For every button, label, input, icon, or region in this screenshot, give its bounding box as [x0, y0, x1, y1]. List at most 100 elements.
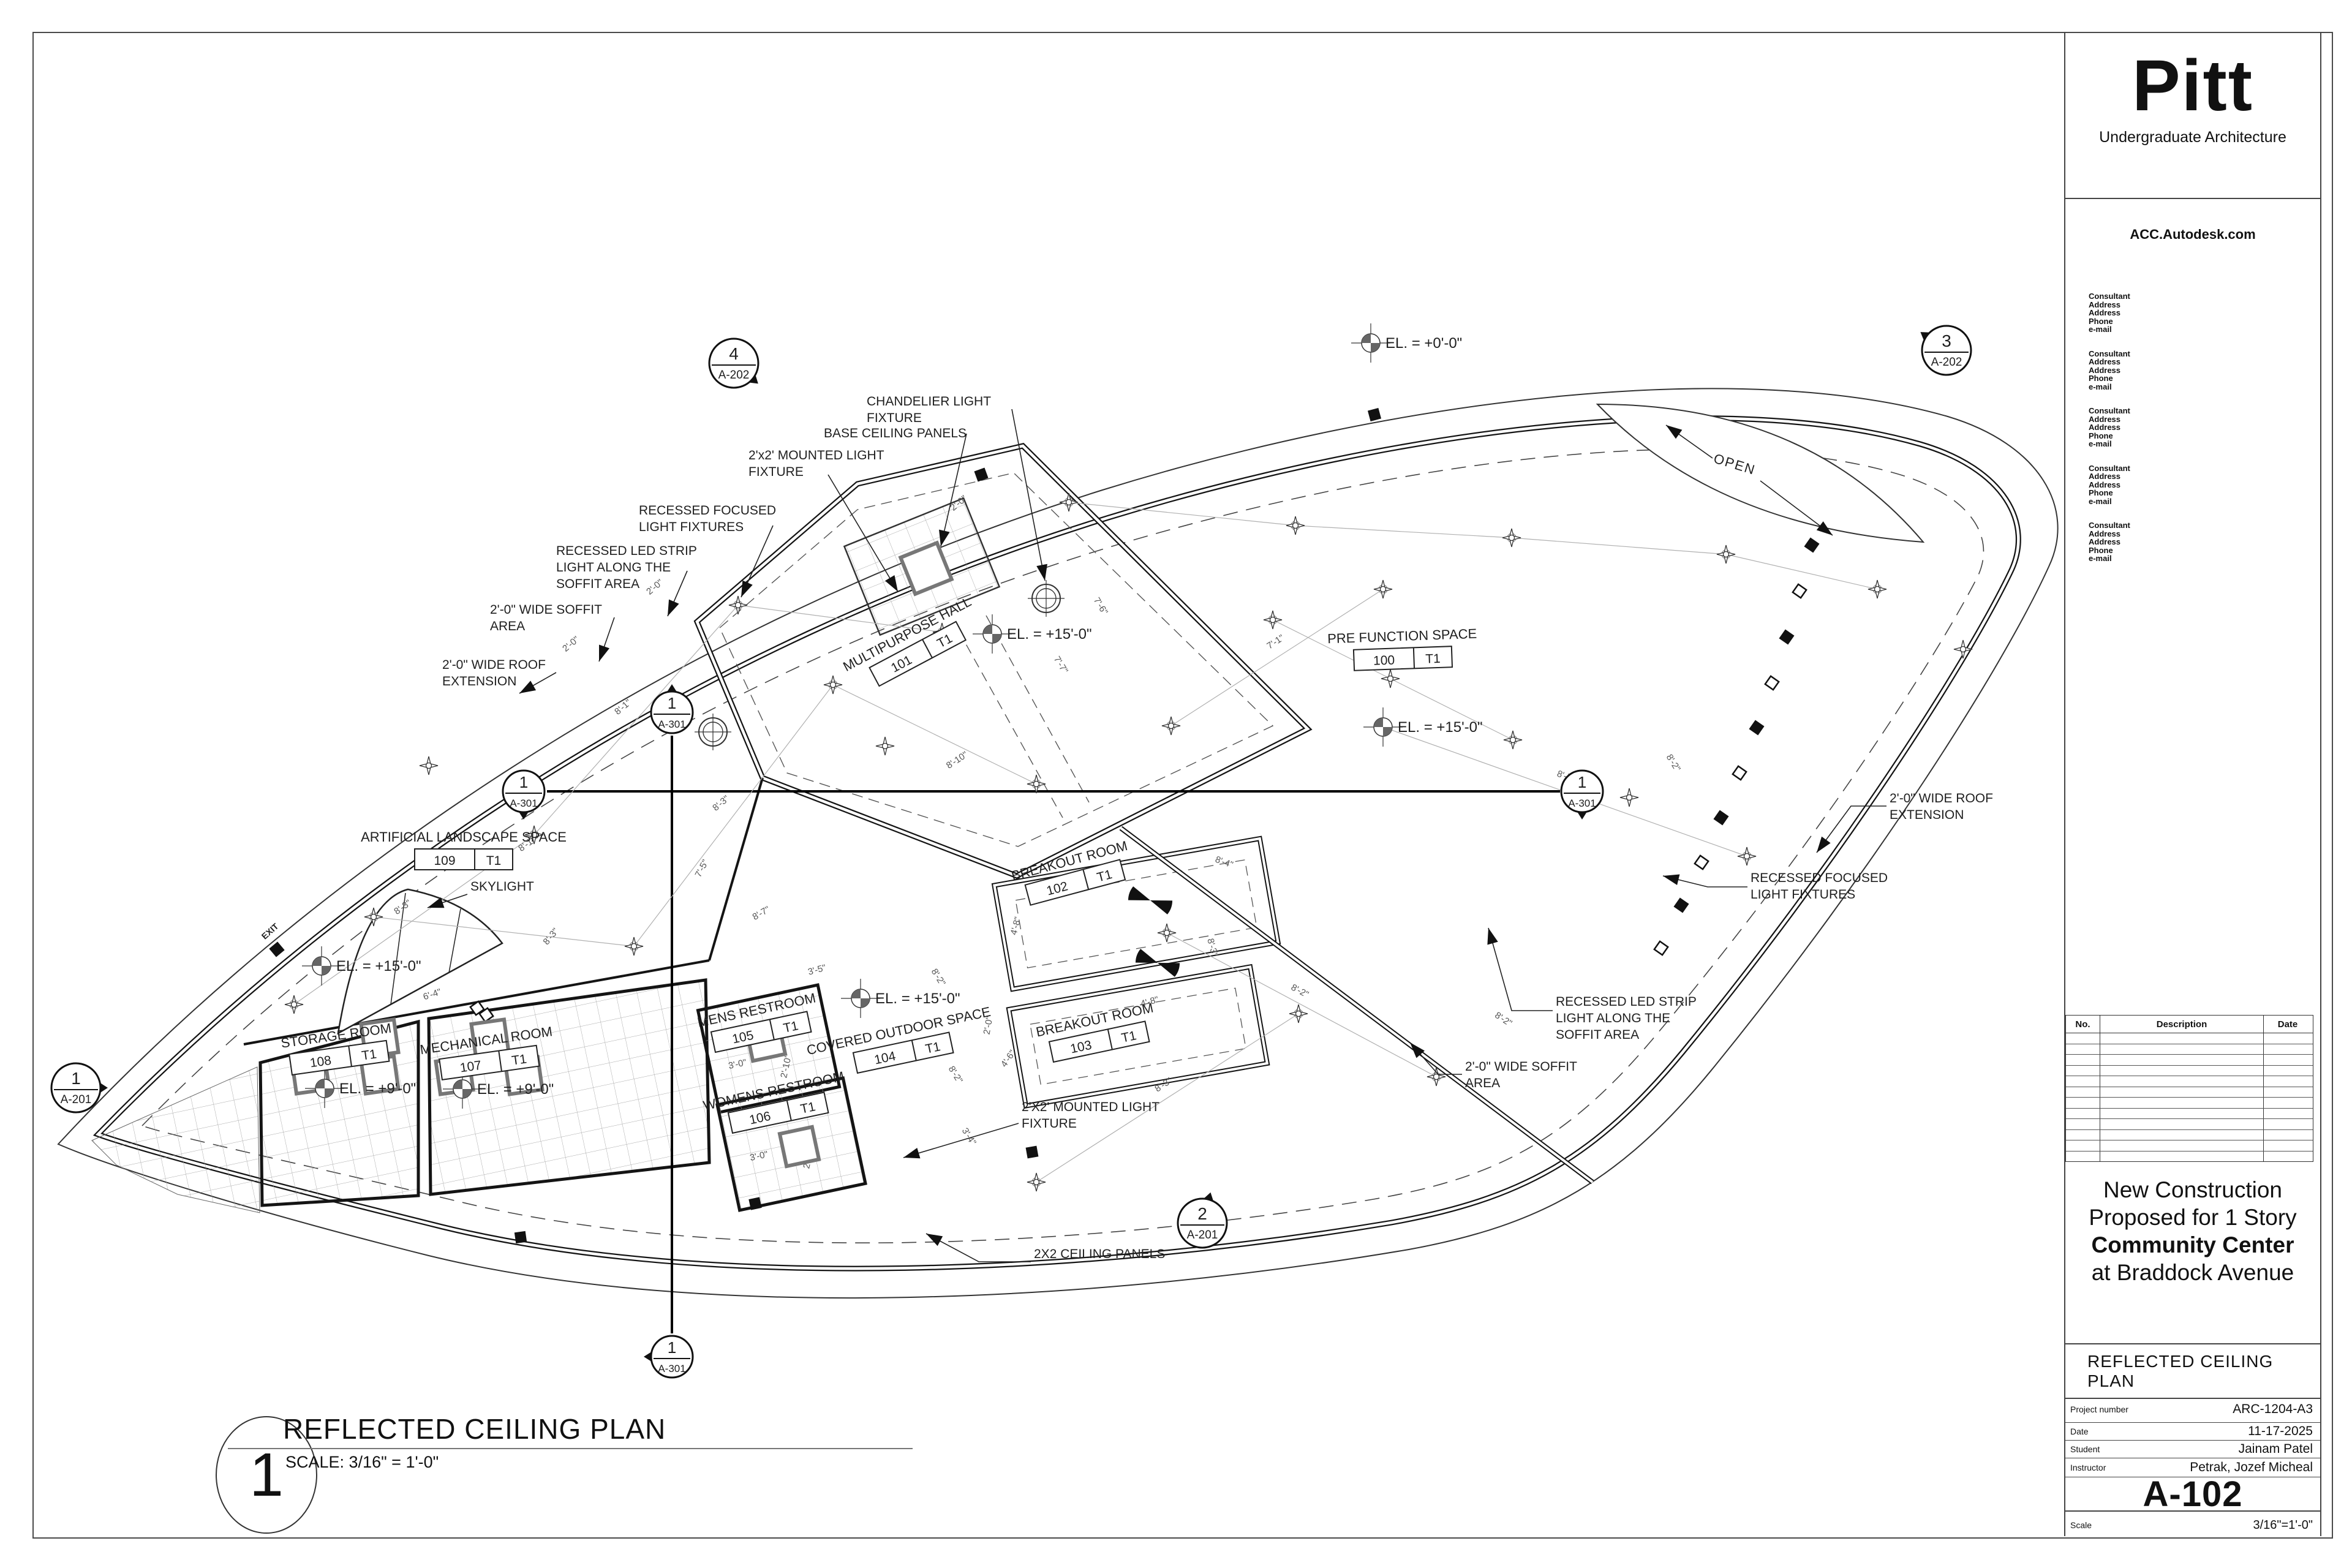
revision-row-empty: [2066, 1055, 2313, 1066]
revision-row-empty: [2066, 1129, 2313, 1140]
recessed-focused-light-icon: [419, 756, 439, 775]
recessed-focused-light-icon: [1427, 1067, 1446, 1087]
mounted-light-icon: [974, 467, 989, 482]
annotation-text: SOFFIT AREA: [1556, 1028, 1639, 1042]
elevation-view-marker: 2A-201: [1177, 1192, 1228, 1249]
soffit-light-icon: [1732, 765, 1747, 781]
marker-number: 2: [1197, 1204, 1207, 1223]
annotation: BASE CEILING PANELS: [824, 426, 967, 547]
mounted-light-icon: [1779, 629, 1795, 645]
mounted-light-icon: [1749, 720, 1765, 736]
revision-table-body: [2066, 1033, 2313, 1161]
revision-table: No. Description Date: [2065, 1015, 2313, 1162]
dimension-guide-line: [633, 684, 834, 947]
recessed-focused-light-icon: [1027, 1172, 1046, 1192]
recessed-focused-light-icon: [1619, 788, 1639, 807]
2x2-mounted-light-fixture-icon: [777, 1125, 821, 1169]
dimension-text: 3'-0": [728, 1057, 748, 1071]
leader-arrowhead: [668, 599, 679, 616]
revision-row-empty: [2066, 1065, 2313, 1076]
elevation-target: EL. = +9'-0": [305, 1069, 416, 1108]
project-title-line: at Braddock Avenue: [2091, 1260, 2294, 1285]
dimension-guide-line: [832, 684, 1037, 785]
consultant-line: Address: [2089, 537, 2121, 546]
firm-logo: Pitt: [2132, 45, 2254, 126]
revision-table-header: No. Description Date: [2066, 1016, 2313, 1033]
elevation-view-marker: 4A-202: [708, 337, 760, 389]
sheet-number-row: A-102: [2065, 1474, 2320, 1514]
corridor-dashed-line: [958, 630, 1063, 818]
elevation-view-marker: 3A-202: [1920, 325, 1972, 376]
mounted-light-icon: [1673, 897, 1689, 913]
consultant-line: Phone: [2089, 316, 2113, 326]
consultant-line: e-mail: [2089, 554, 2112, 563]
soffit-light-icon: [1764, 675, 1780, 691]
marker-number: 1: [668, 694, 676, 712]
room-name: ARTIFICIAL LANDSCAPE SPACE: [361, 829, 567, 845]
recessed-focused-light-icon: [728, 595, 748, 615]
sheet-border: [32, 32, 2333, 1539]
elevation-target: EL. = +15'-0": [973, 614, 1092, 654]
chandelier-light-icon: [1028, 580, 1065, 617]
elevation-label: EL. = +15'-0": [336, 958, 421, 974]
revision-row-empty: [2066, 1108, 2313, 1119]
section-marker: 1A-301: [644, 1335, 694, 1379]
recessed-focused-light-icon: [1737, 846, 1757, 866]
marker-number: 1: [1578, 773, 1586, 791]
annotation-text: EXTENSION: [442, 674, 516, 688]
consultant-line: e-mail: [2089, 325, 2112, 334]
recessed-focused-light-icon: [284, 995, 304, 1014]
elevation-label: EL. = +15'-0": [1007, 626, 1092, 643]
elevation-target: EL. = +15'-0": [841, 979, 960, 1018]
marker-sheet: A-202: [718, 369, 750, 382]
recessed-focused-light-icon: [1502, 528, 1521, 548]
mounted-light-icon: [269, 941, 285, 957]
recessed-focused-light-icon: [1289, 1004, 1308, 1023]
room-type: T1: [511, 1052, 527, 1068]
instructor-label: Instructor: [2070, 1463, 2106, 1472]
chandelier-light-icon: [695, 714, 731, 750]
consultant-line: Consultant: [2089, 292, 2130, 301]
firm-logo-box: Pitt Undergraduate Architecture: [2065, 32, 2320, 199]
revision-row-empty: [2066, 1098, 2313, 1109]
mounted-light-icon: [514, 1231, 527, 1244]
west-corridor-wall: [708, 777, 764, 961]
recessed-focused-light-icon: [1263, 610, 1283, 630]
dimension-text: 2'-0": [982, 1016, 995, 1035]
project-title: New Construction Proposed for 1 Story Co…: [2065, 1176, 2320, 1286]
leader-line: [940, 433, 967, 547]
consultant-line: Consultant: [2089, 349, 2130, 358]
consultant-line: e-mail: [2089, 382, 2112, 391]
title-block: Pitt Undergraduate Architecture ACC.Auto…: [2064, 32, 2321, 1536]
leader-arrowhead: [1487, 928, 1498, 945]
leader-line: [925, 1233, 1031, 1262]
recessed-focused-light-icon: [1381, 669, 1400, 688]
dimension-text: 3'-0": [749, 1149, 769, 1163]
elevation-target: EL. = +15'-0": [1363, 707, 1483, 747]
soffit-light-icon: [1792, 583, 1807, 599]
date-label: Date: [2070, 1427, 2089, 1436]
scale-value: 3/16"=1'-0": [2253, 1518, 2313, 1532]
recessed-focused-light-icon: [1868, 579, 1887, 599]
student-row: Student Jainam Patel: [2065, 1441, 2320, 1458]
mounted-light-icon: [1804, 537, 1820, 553]
elevation-label: EL. = +15'-0": [1398, 719, 1483, 736]
elevation-label: EL. = +9'-0": [477, 1081, 554, 1098]
marker-number: 1: [71, 1069, 81, 1088]
consultant-line: Address: [2089, 423, 2121, 432]
soffit-light-icon: [1653, 940, 1669, 956]
marker-sheet: A-201: [61, 1093, 92, 1106]
leader-arrowhead: [1666, 425, 1683, 439]
recessed-focused-light-icon: [875, 736, 895, 756]
marker-sheet: A-301: [658, 718, 685, 730]
marker-sheet: A-301: [510, 797, 537, 809]
room-number: 107: [459, 1058, 483, 1076]
marker-sheet: A-201: [1187, 1229, 1218, 1242]
hall-soffit-dashed: [719, 472, 1274, 847]
marker-sheet: A-301: [658, 1363, 685, 1374]
annotation-text: AREA: [490, 619, 525, 633]
